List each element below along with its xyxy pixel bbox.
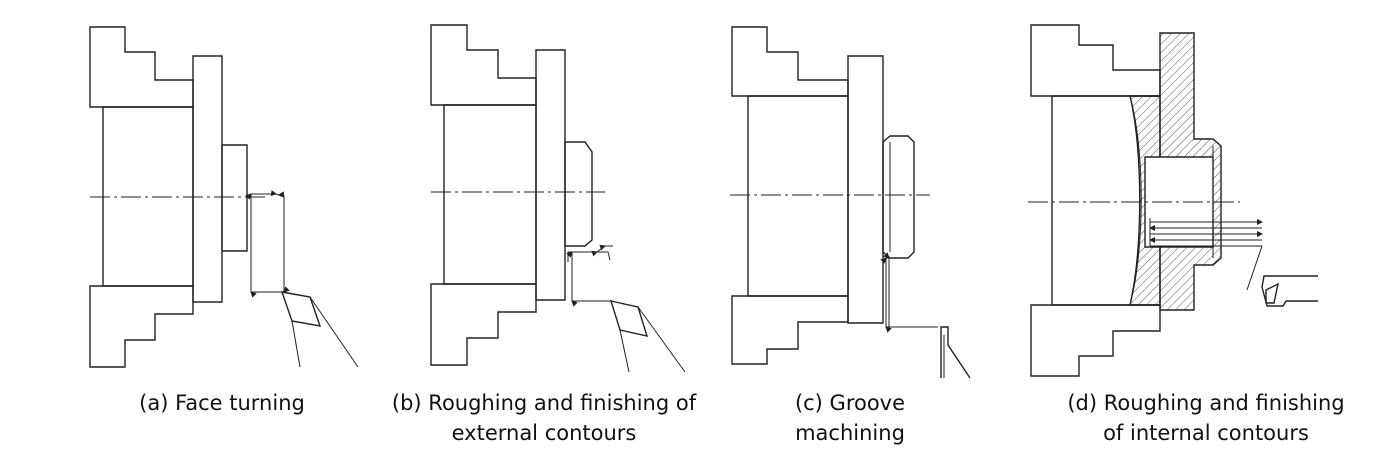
panel-d-drawing [1028,25,1318,376]
panel-b-workpiece-flange [536,50,565,300]
caption-panel-c: (c) Groove machining [770,388,930,448]
panel-d-boring-insert [1266,284,1278,303]
panel-a-tool-holder-edge-2 [310,297,358,367]
caption-c-line-1: (c) Groove [794,391,906,415]
panel-b-tool-path-finish [568,252,610,262]
panel-d-internal-bore-left [1130,96,1141,305]
panel-a-workpiece-flange [193,56,222,302]
panel-a-lower-chuck-jaw [90,286,193,367]
caption-b-line-1: (b) Roughing and finishing of [391,391,697,415]
panel-c-drawing [730,27,970,378]
panel-a-upper-chuck-jaw [90,27,193,107]
panel-d-boring-bar [1262,276,1318,306]
caption-panel-d: (d) Roughing and finishing of internal c… [1036,388,1376,448]
panel-c-workpiece-boss [883,136,914,258]
panel-a-cutting-insert [282,292,320,326]
panel-c-workpiece-flange [848,56,883,323]
panel-b-workpiece-body [444,105,536,284]
panel-d-tool-path [1149,218,1263,246]
panel-b-lower-chuck-jaw [431,284,536,365]
panel-c-tool-path [880,252,938,333]
caption-d-line-2: of internal contours [1103,421,1309,445]
panel-c-grooving-tool [941,327,970,378]
caption-a-line-1: (a) Face turning [139,391,305,415]
panel-c-upper-chuck-jaw [732,27,848,96]
caption-panel-b: (b) Roughing and finishing of external c… [376,388,712,448]
caption-panel-a: (a) Face turning [112,388,332,418]
panel-a-drawing [90,27,358,367]
panel-d-upper-chuck-jaw [1031,25,1160,96]
panel-b-tool-holder-edge-1 [620,330,629,372]
panel-c-workpiece-body [748,96,848,296]
panel-a-tool-holder-edge-1 [292,321,300,367]
panel-b-cutting-insert [611,301,647,336]
panel-d-tool-indicator-line [1247,246,1262,290]
panel-b-workpiece-boss [565,142,592,246]
caption-b-line-2: external contours [451,421,637,445]
panel-d-lower-chuck-jaw [1031,305,1160,376]
panel-b-upper-chuck-jaw [431,25,536,105]
panel-b-tool-path-rough [566,244,613,307]
panel-b-drawing [431,25,685,372]
panel-c-lower-chuck-jaw [732,296,848,364]
panel-b-tool-holder-edge-2 [638,307,685,372]
panel-a-tool-path [245,190,290,298]
panel-a-workpiece-boss [222,145,247,251]
caption-c-line-2: machining [795,421,905,445]
caption-d-line-1: (d) Roughing and finishing [1067,391,1345,415]
